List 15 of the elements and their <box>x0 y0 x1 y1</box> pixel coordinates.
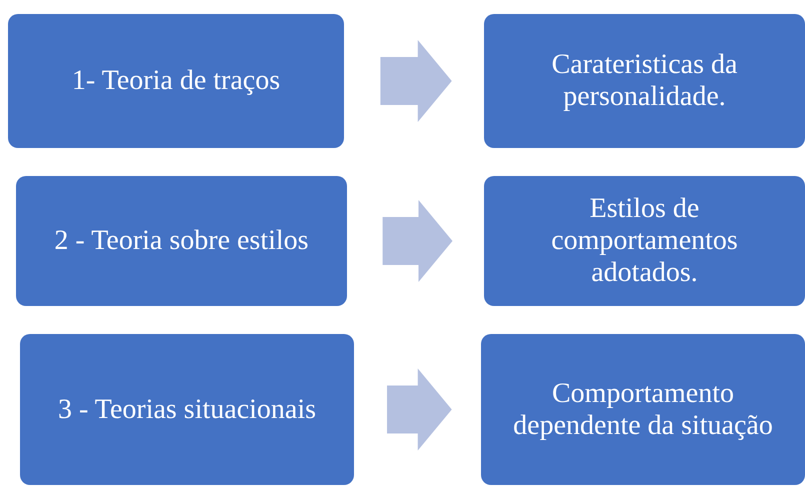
process-box <box>16 176 347 306</box>
block-arrow <box>387 368 452 450</box>
box-label: 2 - Teoria sobre estilos <box>54 225 309 257</box>
box-label: Carateristicas da personalidade. <box>550 49 738 113</box>
box-label: 1- Teoria de traços <box>72 65 280 97</box>
process-box <box>484 176 805 306</box>
box-label: Comportamento dependente da situação <box>512 378 774 442</box>
process-box <box>20 334 354 485</box>
process-box <box>484 14 805 148</box>
process-box <box>481 334 805 485</box>
box-label: 3 - Teorias situacionais <box>58 394 316 426</box>
block-arrow <box>380 40 452 122</box>
box-label: Estilos de comportamentos adotados. <box>550 193 739 289</box>
process-box <box>8 14 344 148</box>
block-arrow <box>382 200 452 282</box>
